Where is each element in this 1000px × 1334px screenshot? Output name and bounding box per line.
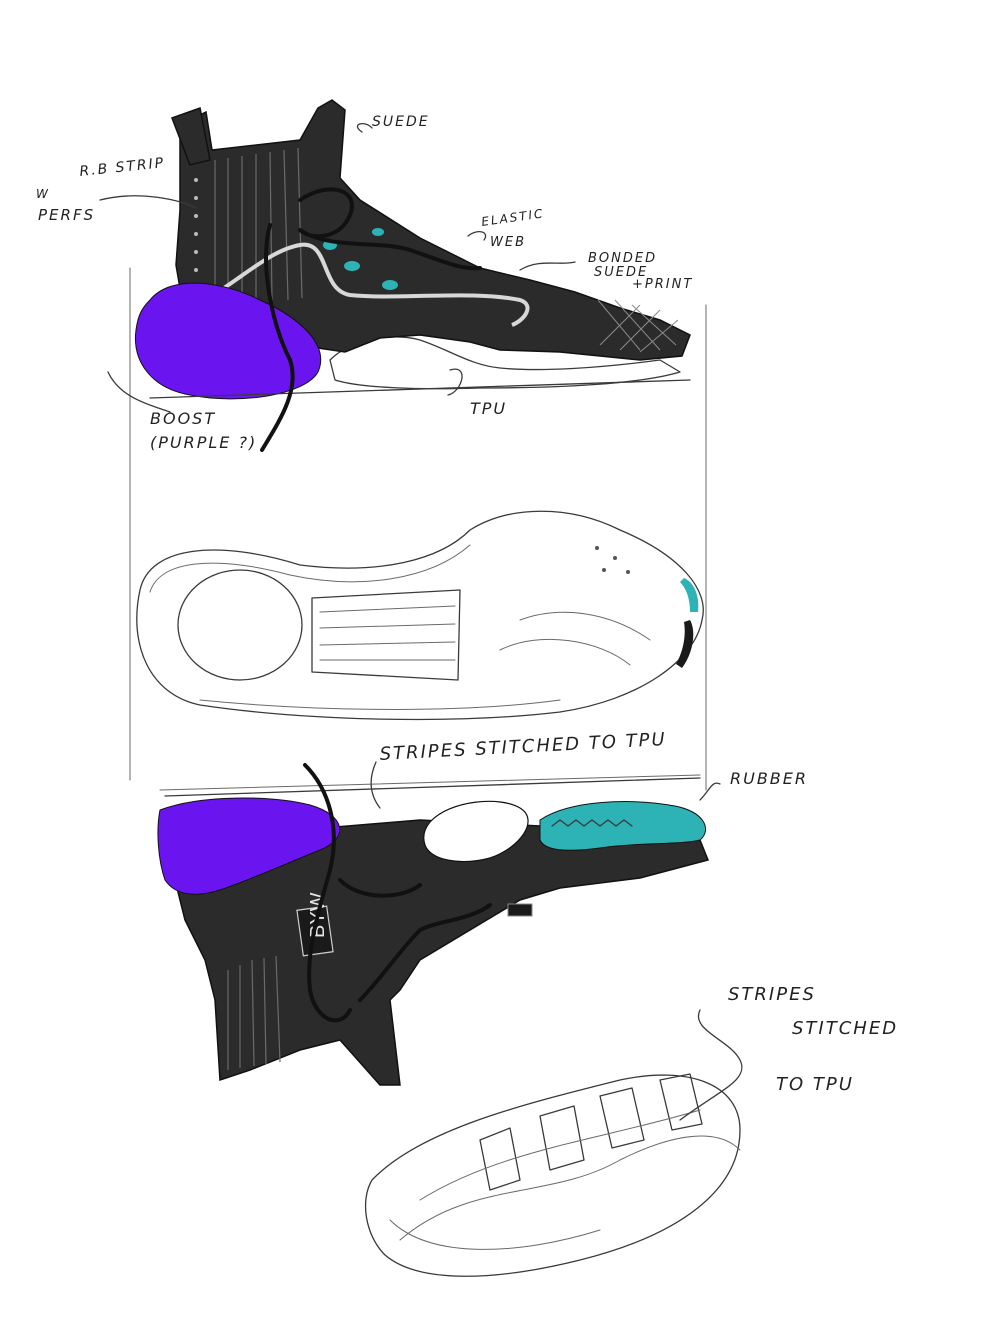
- annotation-rb-strip: R.B STRIP: [79, 155, 166, 180]
- sketch-frame: [129, 267, 707, 791]
- annotation-stripes-bottom: STRIPES: [728, 984, 816, 1005]
- rubber-toe-teal: [539, 801, 707, 851]
- annotation-w: W: [36, 187, 50, 201]
- midfoot-stripes: [311, 589, 461, 681]
- heel-pull-tab: [171, 106, 211, 166]
- heel-perforations: [194, 178, 198, 272]
- sole-outline-view: [136, 510, 704, 721]
- annotation-rubber: RUBBER: [730, 769, 808, 788]
- annotation-tpu-top: TPU: [470, 399, 507, 418]
- toe-crosshatch: [597, 299, 679, 353]
- toe-tip-black: [676, 620, 694, 668]
- annotation-boost-purple: (PURPLE ?): [150, 433, 257, 452]
- annotation-perfs: PERFS: [38, 206, 95, 224]
- annotation-boost: BOOST: [150, 409, 216, 428]
- annotation-elastic: ELASTIC: [480, 206, 545, 229]
- annotation-to-tpu-bottom: TO TPU: [776, 1074, 854, 1095]
- lower-rib-lines: [227, 955, 281, 1070]
- boost-lower-purple: [157, 797, 341, 895]
- sole-outline: [136, 510, 704, 721]
- rear-view-sneaker: BYW: [157, 763, 710, 1086]
- annotation-print: +PRINT: [632, 277, 693, 292]
- side-view-sneaker: [134, 99, 691, 452]
- annotation-stripes-top: STRIPES STITCHED TO TPU: [379, 729, 667, 765]
- bonded-suede-stripe: [204, 242, 530, 327]
- heel-cup-outline: [177, 569, 303, 681]
- stripes-detail-sketch: [364, 1073, 741, 1277]
- toe-tip-teal: [680, 578, 699, 612]
- tpu-oval: [423, 800, 529, 863]
- annotation-suede: SUEDE: [372, 114, 430, 130]
- lace-side: [260, 187, 482, 452]
- annotation-bonded: BONDED: [588, 251, 657, 266]
- lace-lower: [303, 763, 492, 1023]
- annotation-web: WEB: [490, 235, 526, 250]
- callout-lines: [99, 122, 743, 1121]
- toe-dots: [595, 546, 630, 574]
- side-pull-tab: [507, 903, 533, 917]
- annotation-stitched-bottom: STITCHED: [792, 1018, 898, 1039]
- annotation-bonded-suede: SUEDE: [594, 265, 648, 280]
